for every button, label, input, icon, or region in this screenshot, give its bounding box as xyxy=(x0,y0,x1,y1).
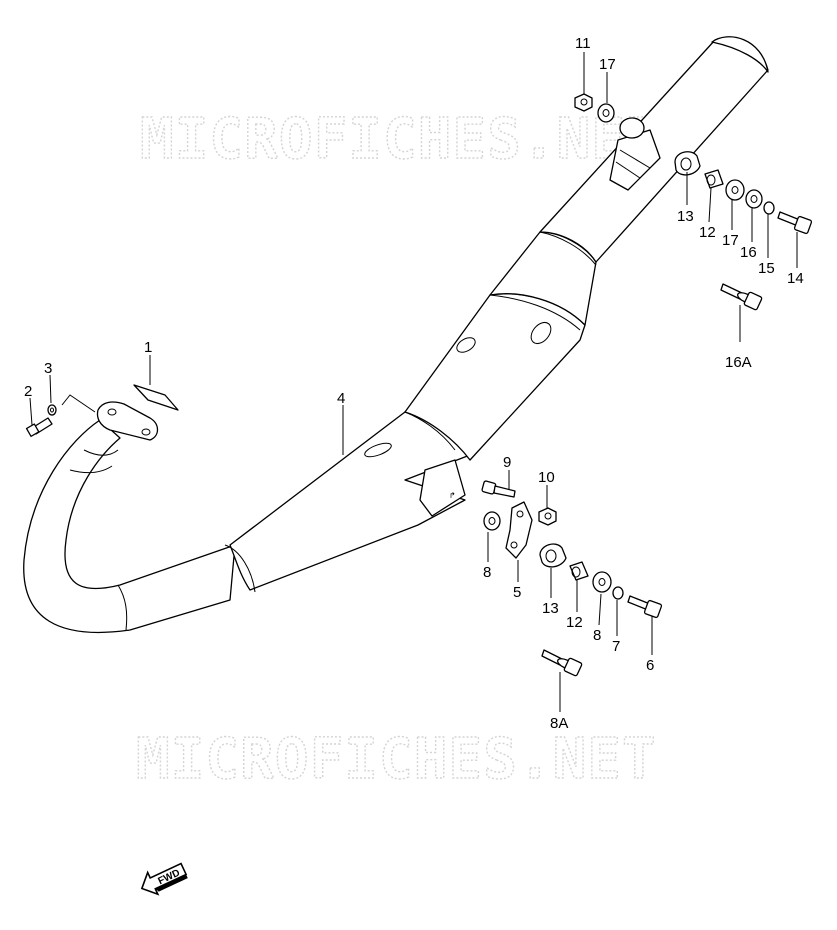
callout-1: 1 xyxy=(144,339,152,356)
part-8A-flange-bolt xyxy=(541,649,583,677)
lower-bracket xyxy=(419,459,466,517)
callout-8A: 8A xyxy=(550,715,568,732)
callout-13-lower: 13 xyxy=(542,600,559,617)
part-15-lock-washer xyxy=(763,201,775,215)
callout-16: 16 xyxy=(740,244,757,261)
muffler-seam xyxy=(539,231,597,266)
upper-bracket-hole xyxy=(619,117,645,139)
callout-15: 15 xyxy=(758,260,775,277)
part-13-grommet-lower xyxy=(539,543,567,568)
watermark-top: MICROFICHES.NET xyxy=(140,107,661,172)
callout-10: 10 xyxy=(538,469,555,486)
forward-arrow-icon: FWD xyxy=(140,862,188,896)
exhaust-flange xyxy=(96,401,159,441)
assembly-guide-line xyxy=(61,394,96,413)
pipe-band xyxy=(69,465,113,474)
part-10-nut xyxy=(538,507,557,526)
callout-3: 3 xyxy=(44,360,52,377)
callout-8-right: 8 xyxy=(593,627,601,644)
callout-11: 11 xyxy=(575,35,591,52)
pipe-band xyxy=(117,584,128,631)
weld-mark xyxy=(456,337,476,353)
part-8-washer-left xyxy=(483,511,501,531)
part-8-washer-right xyxy=(592,571,612,593)
part-16A-flange-bolt xyxy=(720,283,763,311)
exhaust-header-pipe xyxy=(23,419,236,634)
upper-bracket xyxy=(609,129,661,191)
muffler-assembly: ↱ xyxy=(23,36,769,634)
callout-4: 4 xyxy=(337,390,345,407)
muffler-seam xyxy=(489,294,581,331)
weld-mark xyxy=(530,321,552,345)
callout-5: 5 xyxy=(513,584,521,601)
callout-6: 6 xyxy=(646,657,654,674)
callout-17-upper: 17 xyxy=(599,56,616,73)
bracket-hatch xyxy=(615,149,651,179)
part-17-washer-right xyxy=(725,179,745,201)
part-11-nut xyxy=(574,93,593,112)
callout-16A: 16A xyxy=(725,354,752,371)
part-12-collar-upper xyxy=(704,169,724,189)
part-6-bolt xyxy=(627,595,663,619)
part-14-bolt xyxy=(777,211,813,235)
callout-17-right: 17 xyxy=(722,232,739,249)
part-2-bolt xyxy=(25,417,53,437)
callout-12-upper: 12 xyxy=(699,224,716,241)
flange-hole xyxy=(141,428,151,436)
callout-7: 7 xyxy=(612,638,620,655)
weld-mark xyxy=(364,442,392,458)
callout-8-left: 8 xyxy=(483,564,491,581)
callout-14: 14 xyxy=(787,270,804,287)
flange-hole xyxy=(107,408,117,416)
watermark-bottom: MICROFICHES.NET xyxy=(136,727,657,792)
silencer-end-cap xyxy=(711,36,769,73)
part-12-collar-lower xyxy=(569,561,589,581)
bracket-mark: ↱ xyxy=(449,491,456,500)
muffler-seam xyxy=(224,544,256,593)
part-17-washer-upper xyxy=(597,103,615,123)
part-7-lock-washer xyxy=(612,586,624,600)
part-9-bolt xyxy=(481,480,516,498)
part-3-washer xyxy=(47,404,57,416)
callout-12-lower: 12 xyxy=(566,614,583,631)
callout-2: 2 xyxy=(24,383,32,400)
pipe-band xyxy=(83,449,119,456)
part-13-grommet-upper xyxy=(674,151,701,176)
callout-13-upper: 13 xyxy=(677,208,694,225)
part-16-washer xyxy=(745,189,763,209)
callout-9: 9 xyxy=(503,454,511,471)
part-5-bracket xyxy=(505,501,533,559)
part-1-gasket xyxy=(133,384,179,411)
